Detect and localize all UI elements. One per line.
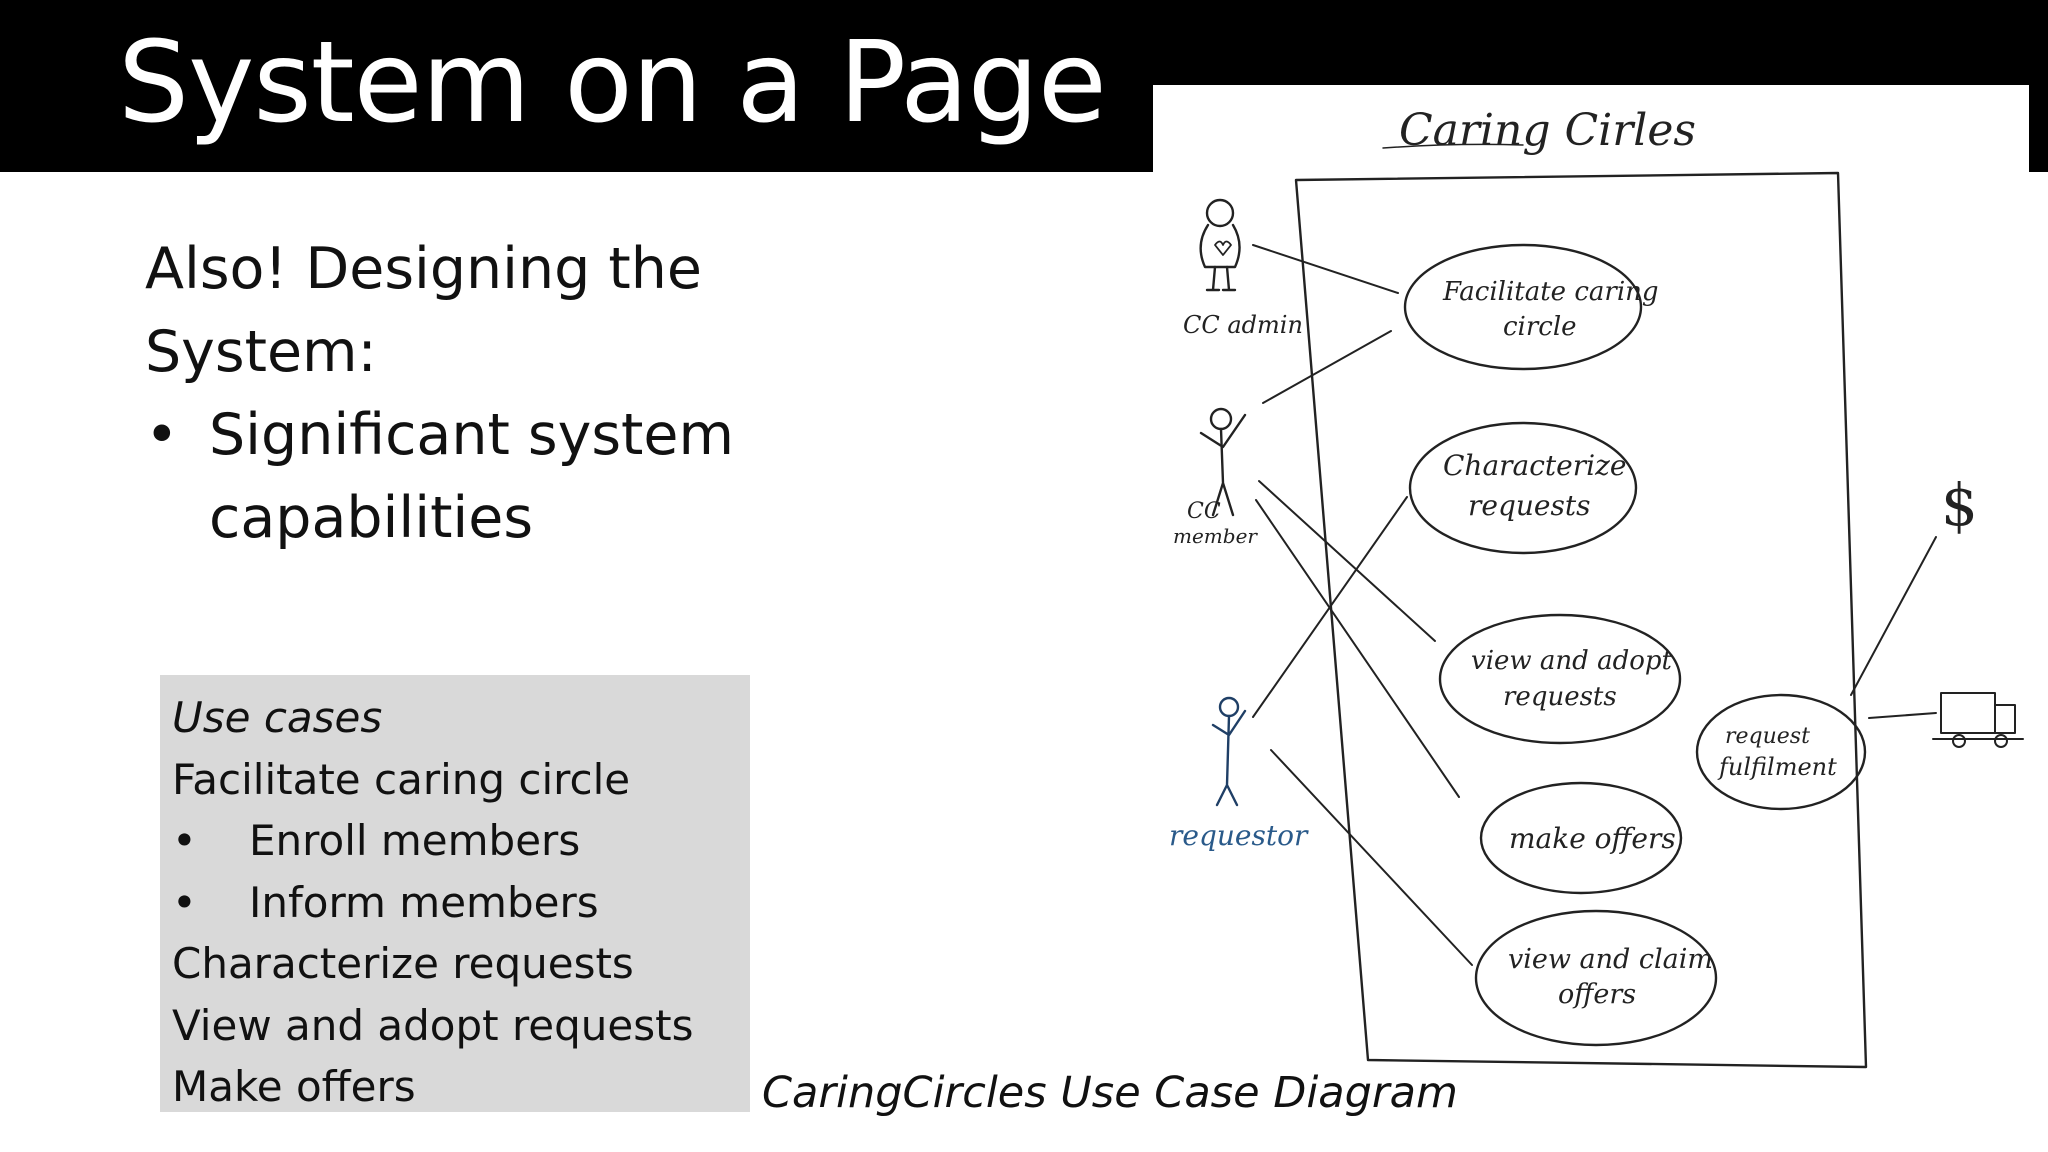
use-case-subitem: • Enroll members [172, 810, 750, 872]
bullet-icon: • [145, 402, 179, 468]
use-case-request-fulfilment-ellipse [1695, 693, 1867, 811]
use-case-characterize-ellipse [1408, 421, 1638, 555]
use-case-make-offers-label: make offers [1509, 822, 1676, 855]
system-name-underline [1382, 143, 1524, 149]
diagram-caption: CaringCircles Use Case Diagram [762, 1068, 1458, 1118]
use-case-item: Facilitate caring circle [172, 754, 631, 804]
use-case-diagram: Caring Cirles CC admin CC member request… [1153, 85, 2029, 1152]
requestor-actor-icon [1211, 696, 1247, 807]
use-case-view-adopt-label-1: view and adopt [1471, 646, 1673, 676]
requestor-label: requestor [1169, 819, 1309, 852]
bullet-line-2: capabilities [209, 485, 534, 551]
bullet-icon: • [172, 877, 197, 927]
intro-text: Also! Designing the System: • Significan… [145, 228, 785, 560]
system-name: Caring Cirles [1399, 105, 1696, 156]
use-case-view-claim-label-1: view and claim [1508, 944, 1713, 975]
use-case-subitem: • Inform members [172, 872, 750, 934]
system-boundary [1294, 171, 1868, 1069]
use-case-characterize-label-2: requests [1468, 489, 1590, 522]
association-lines [1252, 244, 1937, 966]
use-case-request-fulfilment-label-2: fulfilment [1717, 753, 1837, 781]
cc-admin-actor-icon [1199, 198, 1241, 292]
intro-line-1: Also! Designing the [145, 236, 702, 302]
use-case-view-claim-ellipse [1474, 909, 1718, 1047]
cc-member-label-1: CC [1187, 499, 1221, 524]
use-case-facilitate-label-1: Facilitate caring [1442, 277, 1659, 307]
use-case-characterize-label-1: Characterize [1443, 449, 1626, 482]
use-case-item: Make offers [172, 1062, 416, 1111]
cc-admin-label: CC admin [1183, 311, 1303, 339]
use-cases-box: Use cases Facilitate caring circle • Enr… [160, 675, 750, 1112]
intro-line-2: System: [145, 319, 377, 385]
use-case-make-offers-ellipse [1479, 781, 1683, 895]
bullet-line-1: Significant system [209, 402, 734, 468]
cc-member-label-2: member [1173, 524, 1258, 548]
use-case-view-adopt-label-2: requests [1503, 682, 1617, 712]
use-cases-heading: Use cases [172, 693, 383, 742]
use-case-subitem-label: Inform members [249, 877, 599, 927]
bullet-icon: • [172, 816, 197, 865]
cc-member-actor-icon [1199, 407, 1247, 517]
use-case-item: Characterize requests [172, 939, 634, 988]
use-case-facilitate-ellipse [1403, 243, 1643, 371]
use-case-view-adopt-ellipse [1438, 613, 1682, 745]
use-case-request-fulfilment-label-1: request [1725, 724, 1810, 749]
use-case-subitem-label: Enroll members [249, 816, 581, 865]
use-case-item: View and adopt requests [172, 1000, 694, 1050]
delivery-truck-icon [1932, 692, 2024, 748]
capabilities-bullet: • Significant system capabilities [145, 394, 785, 560]
money-actor-icon: $ [1941, 471, 1978, 539]
slide-title: System on a Page [118, 18, 1107, 148]
use-case-facilitate-label-2: circle [1503, 312, 1577, 342]
use-case-view-claim-label-2: offers [1558, 979, 1636, 1010]
